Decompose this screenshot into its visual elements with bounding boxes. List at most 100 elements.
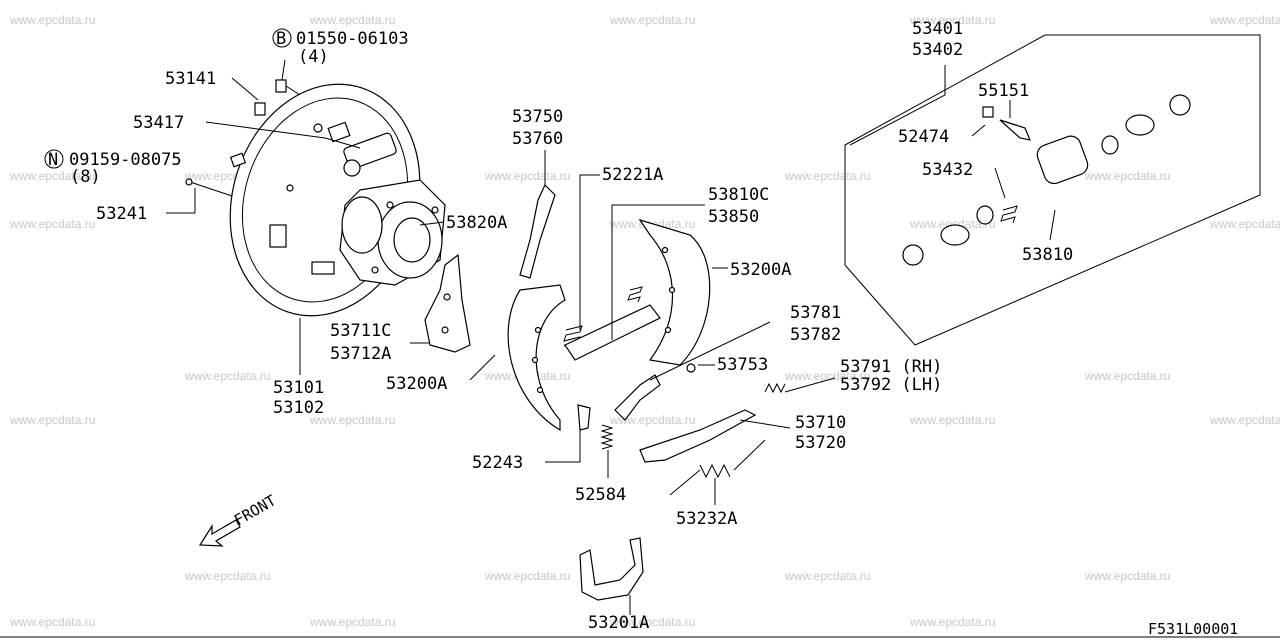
watermark: www.epcdata.ru	[309, 13, 395, 27]
plate-hole	[443, 293, 451, 301]
cup-seal	[1101, 135, 1119, 155]
plate-slot	[311, 261, 335, 275]
watermark: www.epcdata.ru	[1209, 413, 1280, 427]
label-53102: 53102	[273, 398, 324, 418]
label-53710: 53710	[795, 413, 846, 433]
bolt-01550	[275, 79, 287, 93]
watermark: www.epcdata.ru	[1084, 169, 1170, 183]
watermark: www.epcdata.ru	[909, 413, 995, 427]
label-53201a: 53201A	[588, 613, 649, 633]
label-qty-8: (8)	[70, 167, 101, 187]
nut-badge: N	[48, 150, 58, 170]
spring-hook	[733, 439, 766, 471]
wheel-cylinder-parts	[902, 94, 1191, 266]
label-09159-08075: 09159-08075	[69, 150, 182, 170]
wheel-cylinder-kit-box	[844, 34, 1261, 346]
shoe-rivet	[664, 326, 672, 334]
bracket-53201a	[579, 537, 644, 601]
watermark: www.epcdata.ru	[1084, 569, 1170, 583]
leader	[1049, 209, 1056, 241]
label-53782: 53782	[790, 325, 841, 345]
piston	[940, 224, 970, 246]
label-53720: 53720	[795, 433, 846, 453]
shoe-rivet	[534, 326, 542, 334]
strut-spring	[627, 286, 643, 303]
leader	[579, 174, 600, 330]
label-53753: 53753	[717, 355, 768, 375]
plate-slot	[269, 224, 287, 248]
leader	[469, 354, 496, 381]
part-labels: B 01550-06103 (4) 53141 53417 N 09159-08…	[44, 19, 1073, 633]
plate-hole	[313, 123, 323, 133]
label-53141: 53141	[165, 69, 216, 89]
plate-wheel-cylinder	[343, 132, 397, 170]
label-53810c: 53810C	[708, 185, 769, 205]
label-53781: 53781	[790, 303, 841, 323]
label-52584: 52584	[575, 485, 626, 505]
badge-circle	[272, 28, 292, 48]
watermark: www.epcdata.ru	[909, 217, 995, 231]
watermark: www.epcdata.ru	[184, 569, 270, 583]
leader	[739, 419, 791, 429]
label-53200a-left: 53200A	[386, 374, 447, 394]
shoe-rivet	[668, 286, 676, 294]
label-53792-lh: 53792 (LH)	[840, 375, 942, 395]
label-53232a: 53232A	[676, 509, 737, 529]
leader	[784, 377, 836, 393]
label-53760: 53760	[512, 129, 563, 149]
label-01550-06103: 01550-06103	[296, 29, 409, 49]
bolt-shank	[285, 85, 301, 96]
label-53200a-right: 53200A	[730, 260, 791, 280]
plate-cylinder-end	[343, 159, 361, 177]
watermark-layer: www.epcdata.ru www.epcdata.ru www.epcdat…	[9, 13, 1280, 629]
dust-boot	[902, 244, 924, 266]
watermark: www.epcdata.ru	[309, 615, 395, 629]
watermark: www.epcdata.ru	[484, 569, 570, 583]
brake-shoe-left	[507, 284, 566, 432]
watermark: www.epcdata.ru	[784, 169, 870, 183]
bolt-53241	[189, 181, 233, 197]
leader	[419, 221, 445, 226]
hub-bolt	[371, 266, 379, 274]
badge-circle	[44, 149, 64, 169]
watermark: www.epcdata.ru	[9, 217, 95, 231]
watermark: www.epcdata.ru	[609, 615, 695, 629]
label-53711c: 53711C	[330, 321, 391, 341]
watermark: www.epcdata.ru	[9, 169, 95, 183]
label-53417: 53417	[133, 113, 184, 133]
front-arrow-icon	[198, 519, 241, 547]
label-53810: 53810	[1022, 245, 1073, 265]
watermark: www.epcdata.ru	[784, 369, 870, 383]
front-direction-indicator: FRONT	[198, 491, 279, 547]
plate-slot	[327, 121, 351, 143]
bolt-53241-head	[185, 178, 193, 186]
front-label: FRONT	[231, 491, 279, 529]
watermark: www.epcdata.ru	[1084, 369, 1170, 383]
cylinder-body	[1036, 135, 1089, 185]
label-53101: 53101	[273, 378, 324, 398]
label-53820a: 53820A	[446, 213, 507, 233]
hub-seal	[341, 196, 383, 254]
label-53401: 53401	[912, 19, 963, 39]
adjuster-lever	[614, 374, 661, 421]
return-spring-53232a	[699, 463, 731, 479]
watermark: www.epcdata.ru	[9, 13, 95, 27]
leader-lines	[166, 59, 1056, 615]
hold-down-spring	[600, 424, 614, 450]
leader	[994, 167, 1006, 199]
bolt-badge: B	[276, 29, 286, 49]
spring-53791	[764, 382, 786, 394]
watermark: www.epcdata.ru	[309, 413, 395, 427]
label-52243: 52243	[472, 453, 523, 473]
leader	[231, 77, 259, 101]
plate-hole	[286, 184, 294, 192]
spring-hook	[669, 469, 701, 496]
leader	[281, 59, 286, 81]
watermark: www.epcdata.ru	[784, 569, 870, 583]
anti-rattle-plate	[424, 253, 471, 353]
leader	[849, 65, 946, 146]
leader	[545, 430, 581, 463]
shoe-rivet	[536, 386, 544, 394]
hub-bore	[393, 217, 431, 263]
leader	[611, 204, 705, 340]
